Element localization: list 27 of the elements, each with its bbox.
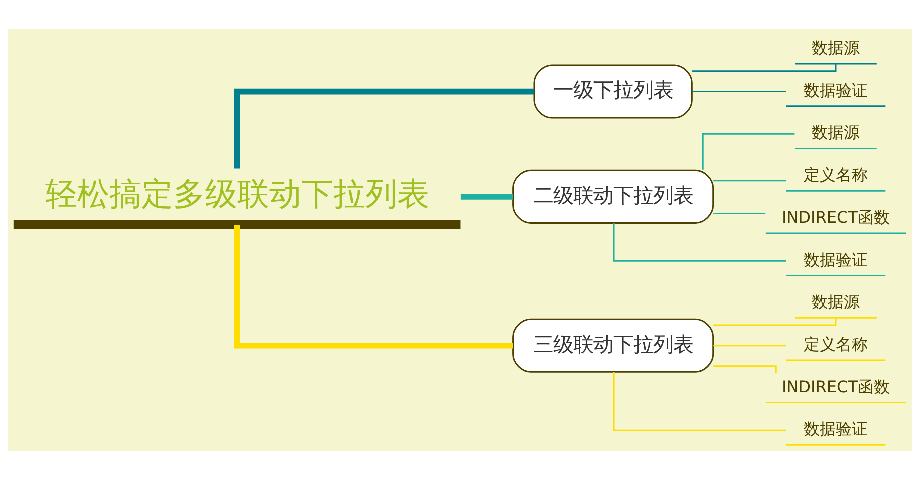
- connector: [714, 345, 786, 347]
- connector: [613, 372, 786, 432]
- node-box: 二级联动下拉列表: [512, 170, 714, 224]
- connector: [692, 91, 786, 93]
- node-text: 轻松搞定多级联动下拉列表: [45, 175, 430, 214]
- connector: [613, 223, 786, 262]
- node-box: 三级联动下拉列表: [512, 318, 714, 373]
- node-text: INDIRECT函数: [782, 377, 890, 396]
- node-text: 数据源: [812, 38, 860, 58]
- connector: [234, 224, 514, 349]
- node-text: 数据验证: [804, 80, 868, 100]
- connector: [714, 180, 786, 182]
- node-text: 定义名称: [804, 334, 868, 354]
- connector: [714, 212, 766, 214]
- connector: [692, 64, 837, 72]
- node-text: 数据验证: [804, 420, 868, 439]
- node-text: 数据源: [812, 292, 860, 312]
- node-text: 定义名称: [804, 166, 868, 185]
- connector: [714, 318, 837, 326]
- node-text: 数据验证: [804, 250, 868, 270]
- node-text: INDIRECT函数: [782, 208, 890, 227]
- node-text: 数据源: [812, 123, 860, 142]
- connector: [234, 88, 534, 169]
- connector: [460, 194, 514, 200]
- connector: [714, 366, 777, 374]
- node-box: 一级下拉列表: [534, 64, 693, 119]
- connector: [702, 133, 795, 170]
